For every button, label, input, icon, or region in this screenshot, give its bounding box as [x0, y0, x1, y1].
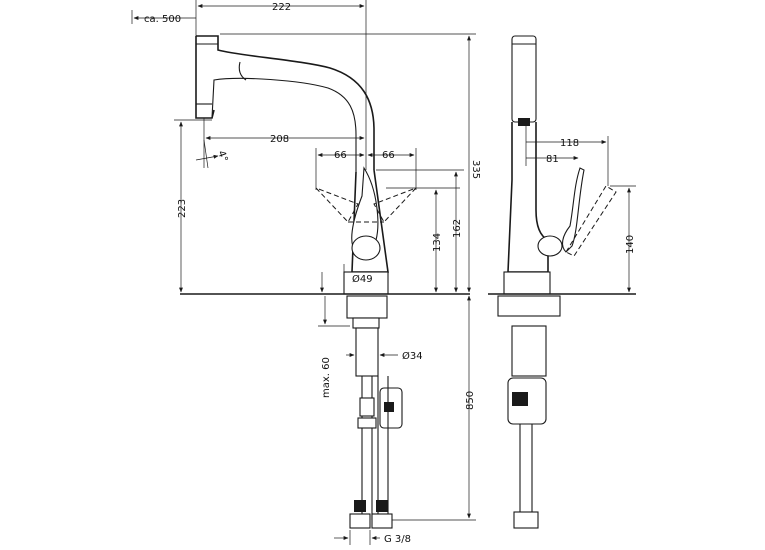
spout-seam — [238, 61, 247, 81]
label-lever-height-a: 134 — [432, 233, 443, 252]
ferrule-right — [376, 500, 388, 512]
side-base — [503, 271, 551, 295]
side-lever — [561, 167, 585, 253]
dim-angle-line — [203, 139, 209, 169]
connector-right — [371, 513, 393, 529]
label-side-depth-a: 118 — [560, 138, 579, 149]
dim-angle-arrow — [195, 154, 219, 161]
mounting-nut — [346, 295, 388, 319]
label-hose-length: 850 — [465, 391, 476, 410]
side-spray-face — [518, 118, 530, 126]
spout-top-outline — [196, 35, 375, 170]
spout-bottom-outline — [211, 77, 357, 172]
dimension-lines — [131, 0, 636, 545]
cartridge-cap — [351, 235, 381, 261]
side-spout-head — [511, 35, 537, 123]
spout-head-outline — [195, 36, 215, 119]
label-swivel-left: 66 — [334, 150, 347, 161]
side-shank — [511, 325, 547, 377]
label-side-depth-b: 81 — [546, 154, 559, 165]
front-view — [180, 35, 470, 295]
shank-top — [352, 317, 380, 329]
label-spout-projection: 222 — [272, 2, 291, 13]
lever-swing-left — [315, 187, 359, 223]
ferrule-left — [354, 500, 366, 512]
shank — [355, 327, 379, 377]
label-lever-height-b: 162 — [452, 219, 463, 238]
valve-left — [359, 397, 375, 417]
label-reach-pullout: ca. 500 — [144, 14, 181, 25]
label-shank-diameter: Ø34 — [402, 350, 423, 362]
side-weight-clip — [512, 392, 528, 406]
label-base-diameter: Ø49 — [352, 273, 373, 285]
side-connector — [513, 511, 539, 529]
label-spray-angle: 4° — [215, 149, 229, 163]
weight-clip — [384, 402, 394, 412]
label-side-lever-height: 140 — [625, 235, 636, 254]
lever-swing-right — [373, 187, 417, 223]
label-swivel-right: 66 — [382, 150, 395, 161]
side-mounting-plate — [497, 295, 561, 317]
side-lever-swing — [565, 185, 617, 257]
connector-left — [349, 513, 371, 529]
front-under-counter — [346, 295, 403, 529]
side-cartridge — [537, 235, 563, 257]
label-connection: G 3/8 — [384, 534, 411, 545]
label-height-outlet: 223 — [177, 199, 188, 218]
valve-left-nut — [357, 417, 377, 429]
label-height-total: 335 — [470, 160, 481, 179]
label-spout-reach: 208 — [270, 134, 289, 145]
label-max-thickness: max. 60 — [321, 357, 332, 398]
dimension-labels: ca. 500 222 208 66 66 335 223 134 162 Ø4… — [144, 2, 636, 545]
side-view — [488, 35, 636, 529]
